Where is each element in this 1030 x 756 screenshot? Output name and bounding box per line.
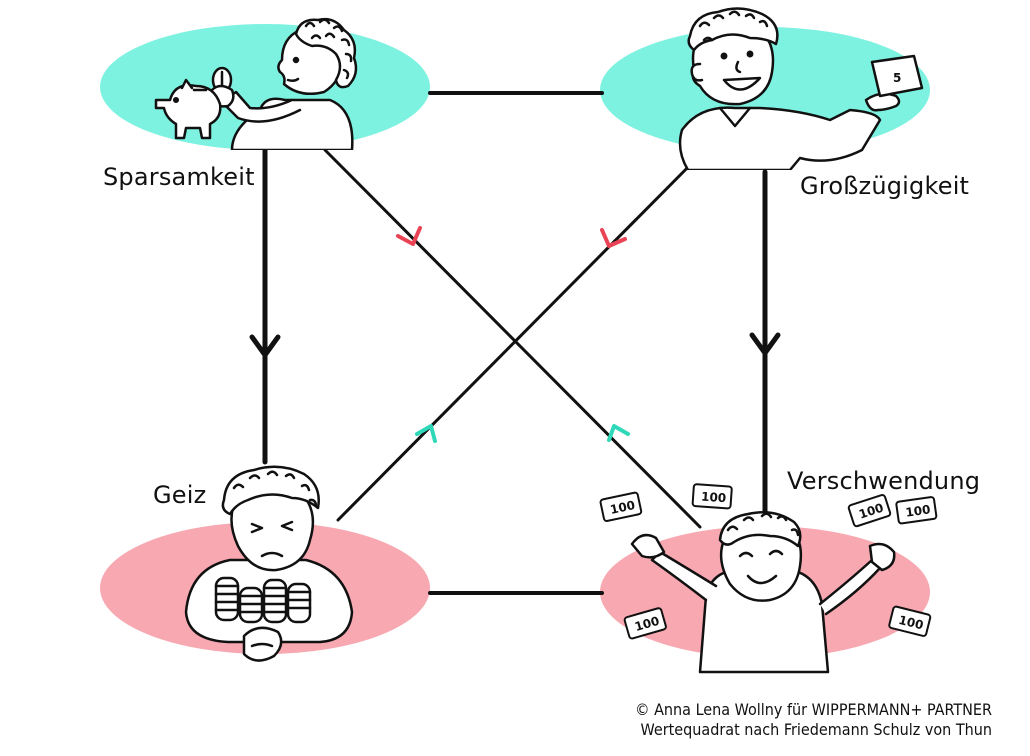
generous-person-figure: 5 [678, 7, 924, 170]
stingy-person-figure [184, 465, 354, 662]
down-arrow-right-icon [749, 332, 781, 356]
credit-block: © Anna Lena Wollny für WIPPERMANN+ PARTN… [635, 700, 992, 740]
svg-text:100: 100 [609, 498, 636, 517]
label-grosszuegigkeit: Großzügigkeit [800, 172, 970, 200]
label-geiz: Geiz [153, 481, 207, 509]
banknote-icon: 5 [870, 54, 924, 98]
wasteful-person-figure [630, 511, 896, 674]
svg-text:100: 100 [897, 613, 925, 633]
piggy-bank-icon [154, 78, 222, 140]
money-note-4: 100 [895, 496, 938, 525]
money-note-3: 100 [847, 494, 892, 528]
down-arrow-left-icon [249, 334, 281, 358]
money-note-1: 100 [599, 491, 643, 522]
diagonal-grosszuegigkeit-geiz [336, 148, 707, 522]
teal-arrow-left-icon [415, 424, 437, 443]
money-note-2: 100 [691, 483, 733, 510]
label-verschwendung: Verschwendung [787, 467, 981, 495]
saving-person-figure [154, 17, 358, 150]
label-sparsamkeit: Sparsamkeit [103, 163, 255, 191]
diagonal-sparsamkeit-verschwendung [323, 148, 702, 529]
svg-text:100: 100 [905, 502, 932, 519]
money-notes: 100 100 100 100 100 100 [599, 483, 938, 640]
svg-text:100: 100 [633, 614, 661, 634]
money-note-6: 100 [888, 605, 932, 637]
svg-text:100: 100 [701, 490, 727, 506]
credit-author: © Anna Lena Wollny für WIPPERMANN+ PARTN… [635, 700, 992, 719]
red-arrow-right-icon [600, 228, 627, 248]
teal-arrow-right-icon [607, 424, 630, 442]
credit-source: Wertequadrat nach Friedemann Schulz von … [640, 720, 992, 739]
red-arrow-left-icon [396, 226, 422, 246]
banknote-value: 5 [893, 71, 901, 85]
coin-stacks-icon [214, 576, 312, 624]
money-note-5: 100 [623, 607, 667, 640]
